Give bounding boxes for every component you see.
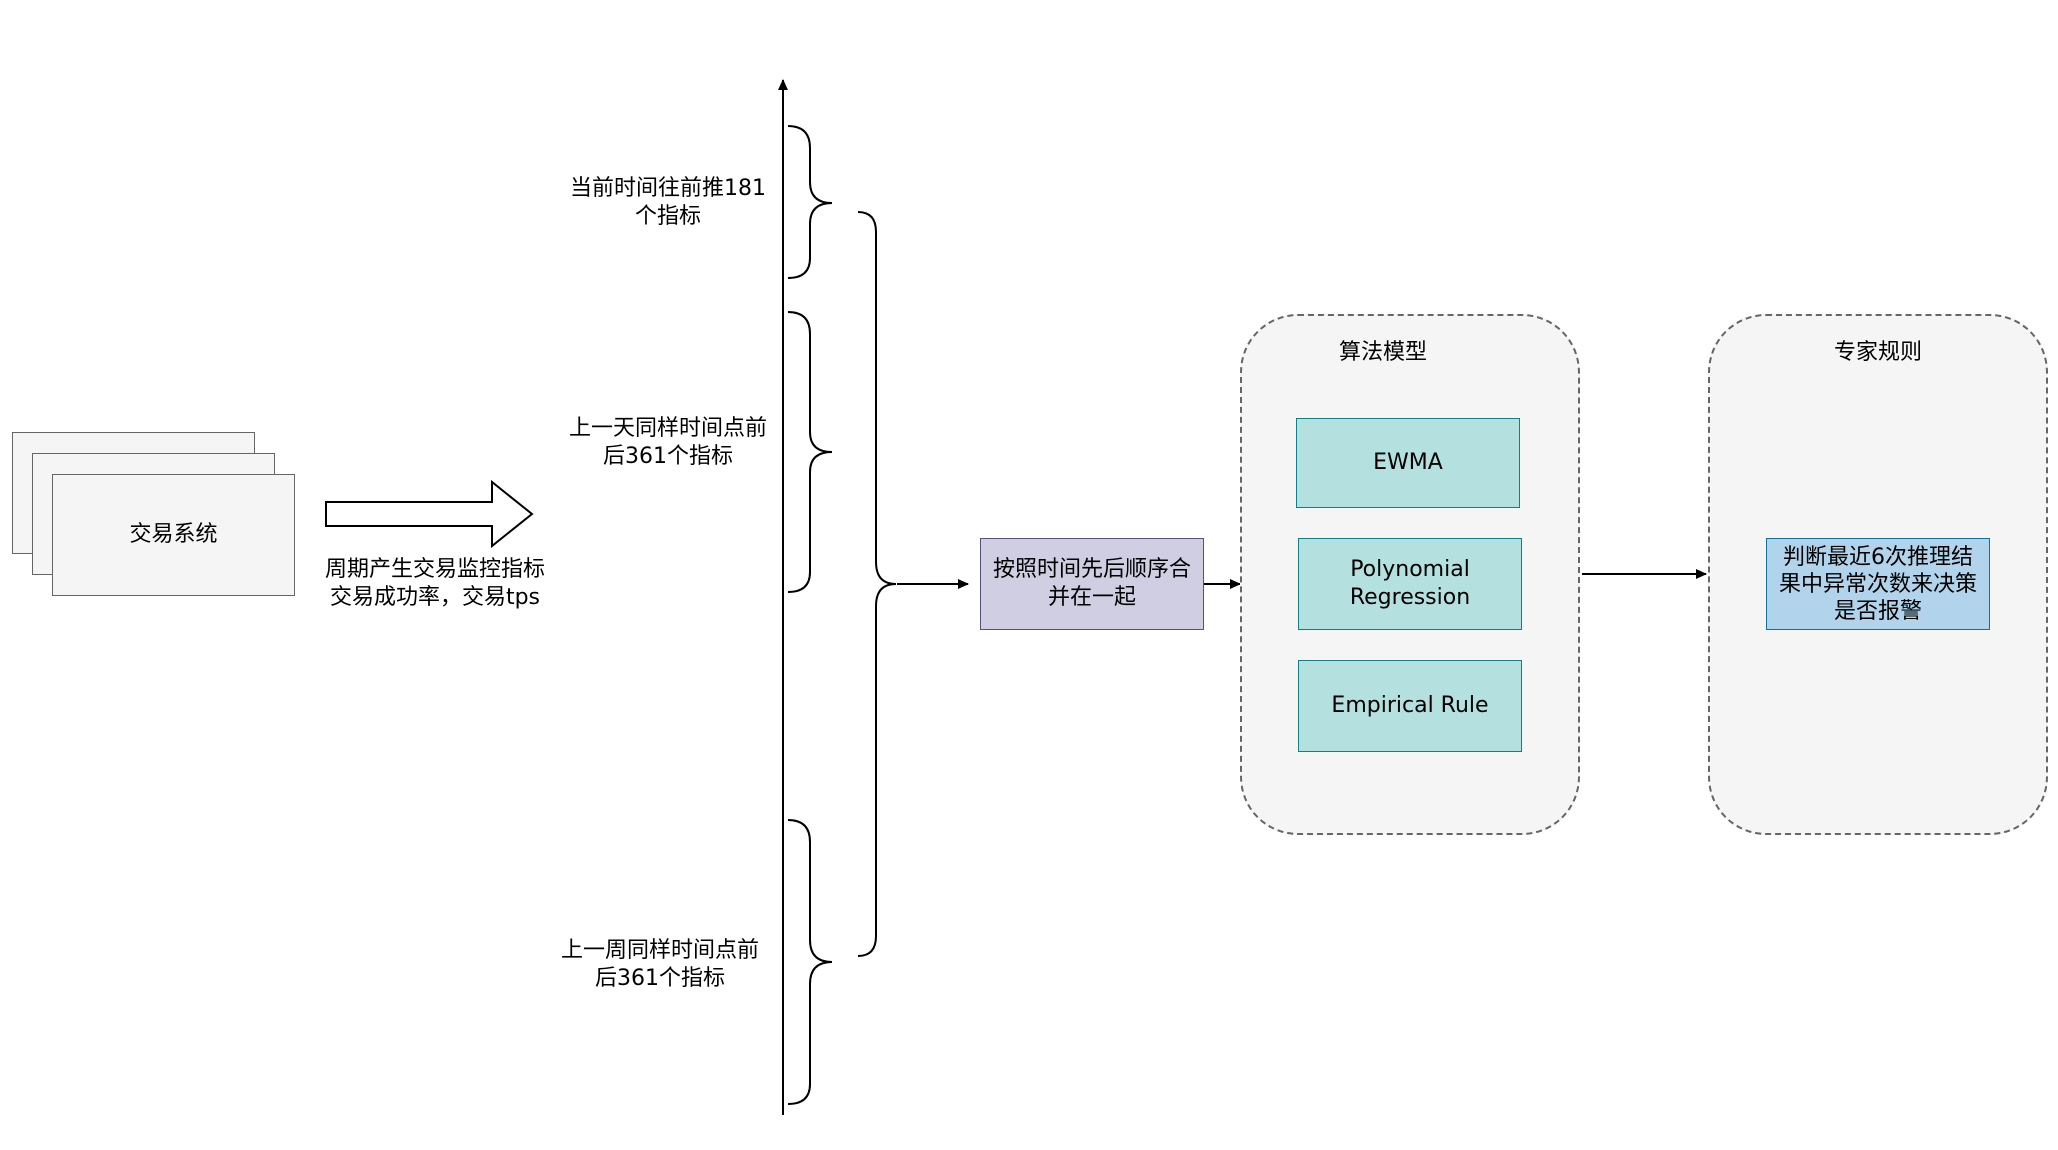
expert-rule-line1: 判断最近6次推理结 bbox=[1783, 544, 1973, 570]
brace-window-day bbox=[787, 311, 833, 593]
window-label-day-line2: 后361个指标 bbox=[603, 444, 733, 469]
expert-rule-line3: 是否报警 bbox=[1833, 598, 1922, 624]
model-polynomial-regression: Polynomial Regression bbox=[1298, 538, 1522, 630]
model-empirical-line1: Empirical Rule bbox=[1331, 693, 1489, 718]
window-label-current-line1: 当前时间往前推181 bbox=[570, 176, 766, 201]
stream-caption-line2: 交易成功率，交易tps bbox=[329, 585, 541, 610]
merge-box: 按照时间先后顺序合 并在一起 bbox=[980, 538, 1204, 630]
expert-group-title: 专家规则 bbox=[1833, 340, 1922, 365]
brace-window-week bbox=[787, 819, 833, 1105]
expert-rule-line2: 果中异常次数来决策 bbox=[1778, 571, 1977, 597]
merge-line1: 按照时间先后顺序合 bbox=[992, 557, 1191, 582]
window-label-week-line1: 上一周同样时间点前 bbox=[560, 938, 759, 963]
model-ewma: EWMA bbox=[1296, 418, 1520, 508]
window-label-current: 当前时间往前推181 个指标 bbox=[548, 175, 788, 231]
window-label-week: 上一周同样时间点前 后361个指标 bbox=[540, 937, 780, 993]
stream-caption: 周期产生交易监控指标 交易成功率，交易tps bbox=[300, 556, 570, 612]
source-system-box: 交易系统 bbox=[52, 474, 295, 596]
model-empirical-rule: Empirical Rule bbox=[1298, 660, 1522, 752]
window-label-day: 上一天同样时间点前 后361个指标 bbox=[548, 415, 788, 471]
window-label-day-line1: 上一天同样时间点前 bbox=[568, 416, 767, 441]
window-label-current-line2: 个指标 bbox=[634, 204, 701, 229]
expert-rule-box: 判断最近6次推理结 果中异常次数来决策 是否报警 bbox=[1766, 538, 1990, 630]
algorithm-group-title: 算法模型 bbox=[1338, 340, 1427, 365]
model-polynomial-line2: Regression bbox=[1349, 585, 1471, 610]
merge-line2: 并在一起 bbox=[1047, 585, 1136, 610]
brace-combine bbox=[857, 211, 897, 957]
source-system-label: 交易系统 bbox=[129, 522, 218, 547]
window-label-week-line2: 后361个指标 bbox=[595, 966, 725, 991]
stream-caption-line1: 周期产生交易监控指标 bbox=[324, 557, 545, 582]
brace-window-current bbox=[787, 125, 833, 279]
hollow-flow-arrow bbox=[325, 479, 534, 549]
model-polynomial-line1: Polynomial bbox=[1350, 557, 1470, 582]
model-ewma-line1: EWMA bbox=[1373, 450, 1443, 475]
